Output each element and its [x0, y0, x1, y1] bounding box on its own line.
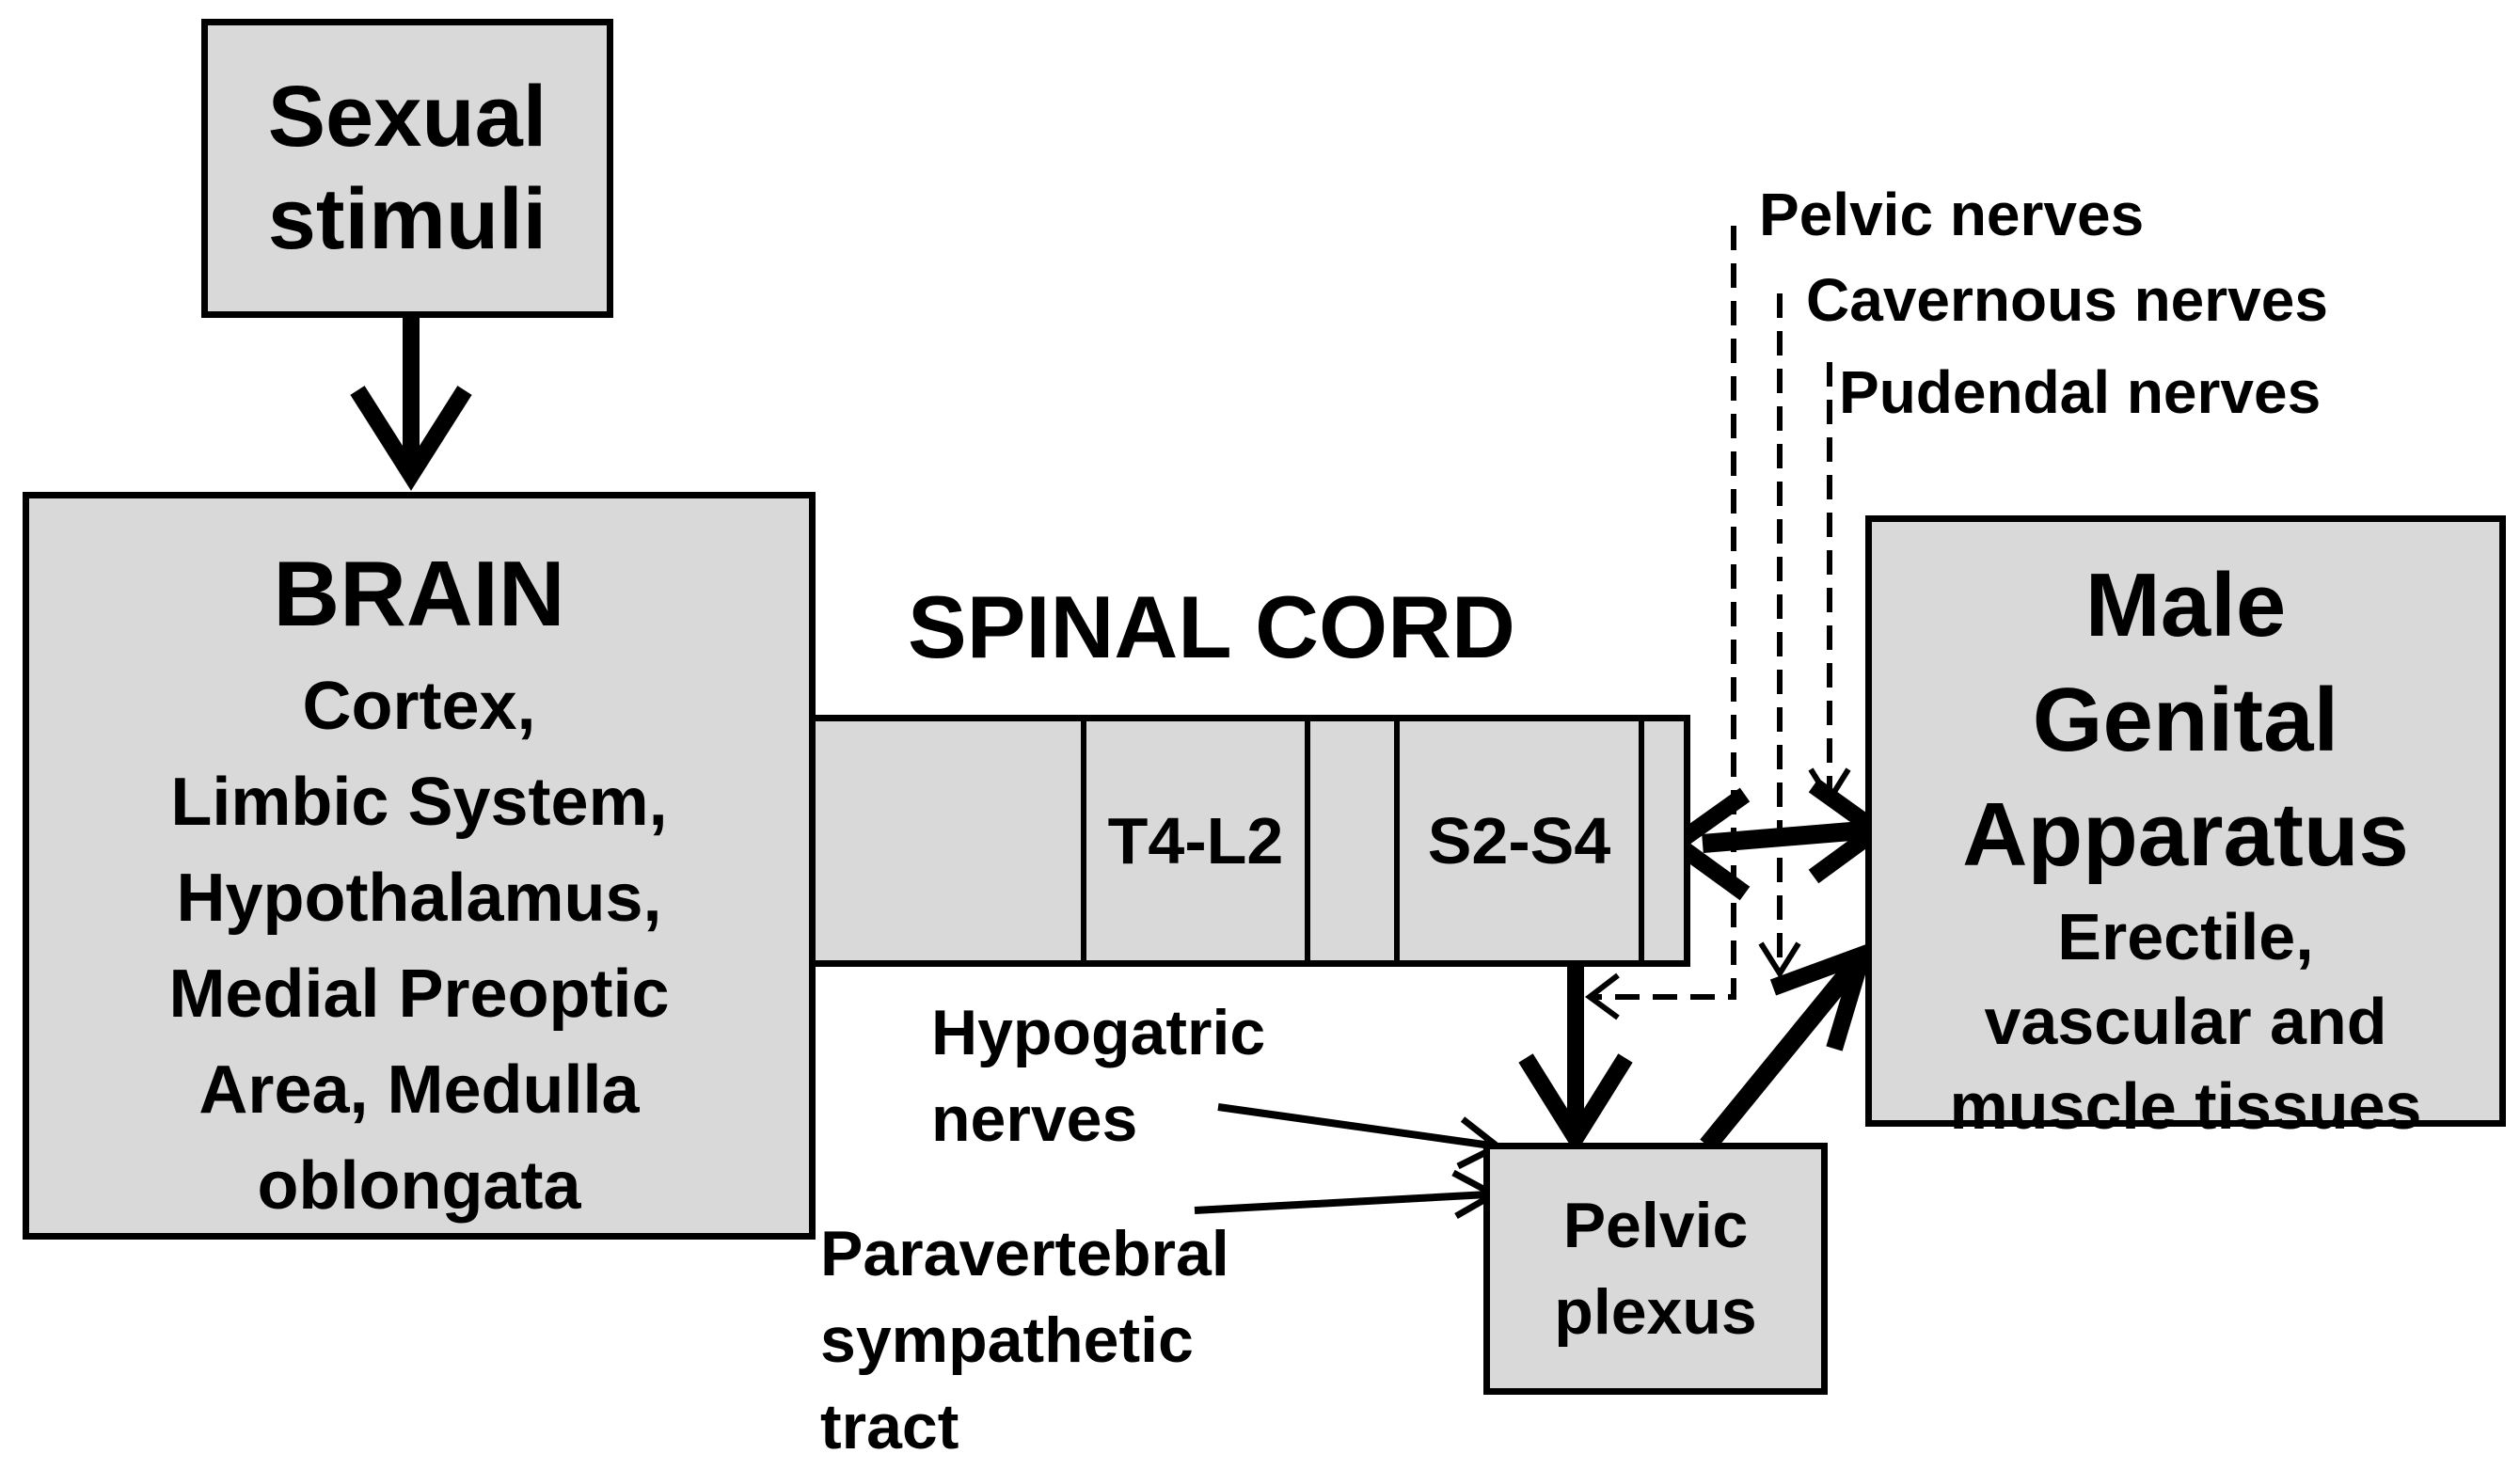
paravertebral-line: sympathetic — [820, 1304, 1194, 1376]
brain-region-line: Medial Preoptic — [168, 956, 670, 1032]
brain-regions: Cortex, Limbic System, Hypothalamus, Med… — [29, 658, 809, 1234]
genital-title-line: Genital — [2032, 670, 2339, 770]
genital-title: Male Genital Apparatus — [1872, 548, 2499, 893]
spinal-segment-upper — [816, 721, 1086, 960]
genital-tissue-line: muscle tissues — [1949, 1069, 2422, 1143]
brain-region-line: Hypothalamus, — [176, 861, 662, 936]
pelvic-nerves-label: Pelvic nerves — [1759, 181, 2145, 248]
sexual-stimuli-line2: stimuli — [267, 171, 547, 267]
spinal-cord-title: SPINAL CORD — [908, 577, 1515, 676]
genital-tissue-line: Erectile, — [2057, 900, 2314, 973]
genital-tissue-line: vascular and — [1984, 985, 2387, 1058]
plexus-to-genital-arrowhead — [1769, 940, 1876, 1051]
pelvic-plexus-line1: Pelvic — [1562, 1190, 1749, 1261]
pelvic-nerves-dashed-line — [1590, 226, 1736, 1000]
segment-t4-l2-label: T4-L2 — [1107, 804, 1284, 877]
segment-s2-s4-label: S2-S4 — [1427, 804, 1611, 877]
spinal-segment-middle — [1310, 721, 1400, 960]
cavernous-nerves-arrowhead — [1758, 941, 1801, 979]
paravertebral-tract-label: Paravertebral sympathetic tract — [820, 1210, 1229, 1470]
sexual-stimuli-line1: Sexual — [267, 69, 547, 166]
genital-apparatus-box: Male Genital Apparatus Erectile, vascula… — [1865, 515, 2506, 1143]
hypogastric-line: Hypogatric — [931, 997, 1266, 1068]
pelvic-plexus-box: Pelvic plexus — [1483, 1143, 1828, 1395]
brain-region-line: Cortex, — [302, 669, 536, 744]
cord-to-plexus-arrowhead — [1518, 1053, 1633, 1155]
paravertebral-arrow — [1194, 1191, 1489, 1214]
pelvic-plexus-line2: plexus — [1554, 1276, 1757, 1348]
brain-region-line: oblongata — [257, 1148, 581, 1224]
genital-title-line: Apparatus — [1962, 784, 2409, 885]
paravertebral-line: Paravertebral — [820, 1218, 1229, 1289]
brain-region-line: Area, Medulla — [198, 1052, 640, 1128]
genital-tissues: Erectile, vascular and muscle tissues — [1872, 894, 2499, 1148]
paravertebral-line: tract — [820, 1391, 959, 1462]
hypogastric-arrow — [1217, 1103, 1491, 1149]
cavernous-nerves-label: Cavernous nerves — [1806, 266, 2328, 334]
spinal-segment-s2-s4: S2-S4 — [1400, 721, 1644, 960]
spinal-cord-bar: T4-L2 S2-S4 — [809, 715, 1690, 967]
genital-title-line: Male — [2084, 555, 2287, 656]
pudendal-nerves-arrowhead — [1808, 767, 1851, 805]
sexual-stimuli-box: Sexual stimuli — [201, 19, 613, 318]
pelvic-nerves-arrowhead — [1584, 972, 1620, 1020]
brain-title: BRAIN — [273, 542, 565, 645]
brain-box: BRAIN Cortex, Limbic System, Hypothalamu… — [23, 492, 816, 1240]
plexus-to-genital-arrow — [1700, 955, 1865, 1152]
hypogastric-nerves-label: Hypogatric nerves — [931, 989, 1265, 1162]
spinal-segment-t4-l2: T4-L2 — [1086, 721, 1310, 960]
stimuli-to-brain-arrowhead — [350, 386, 472, 491]
brain-region-line: Limbic System, — [170, 765, 668, 840]
pudendal-nerves-label: Pudendal nerves — [1839, 358, 2322, 426]
hypogastric-line: nerves — [931, 1083, 1138, 1155]
